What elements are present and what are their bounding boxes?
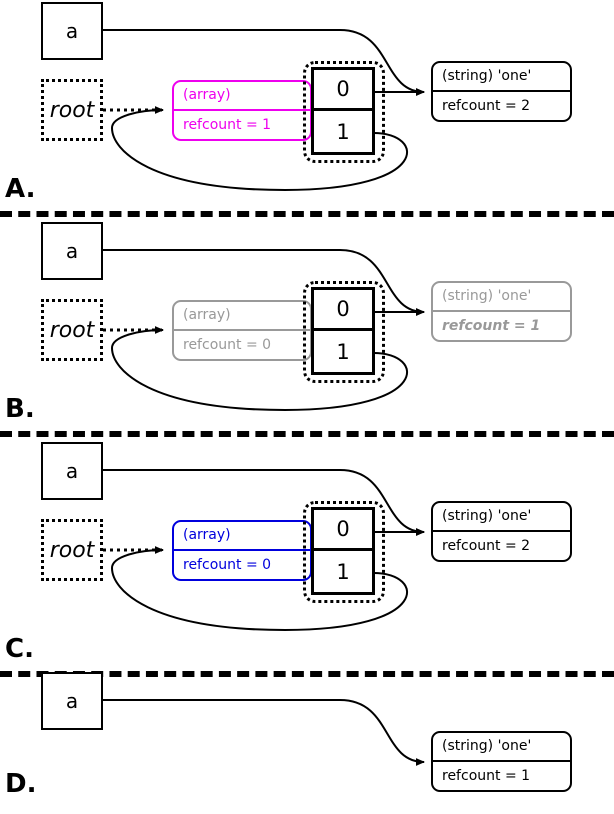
- array-cells: 0 1: [311, 287, 375, 375]
- variable-box-a: a: [41, 672, 103, 730]
- array-type-label: (array): [174, 82, 310, 111]
- panel-label-d: D.: [5, 769, 37, 799]
- string-type-label: (string) 'one': [433, 283, 570, 312]
- string-record: (string) 'one' refcount = 1: [431, 731, 572, 792]
- panel-separator-1: [0, 211, 614, 217]
- array-cell-1: 1: [336, 339, 350, 364]
- variable-box-a: a: [41, 2, 103, 60]
- array-refcount-label: refcount = 0: [183, 336, 272, 353]
- root-box: root: [41, 519, 103, 581]
- panel-separator-3: [0, 671, 614, 677]
- variable-label: a: [65, 459, 79, 483]
- root-label: root: [49, 317, 95, 343]
- root-label: root: [49, 537, 95, 563]
- variable-box-a: a: [41, 442, 103, 500]
- array-record: (array) refcount = 0: [172, 520, 312, 581]
- array-record: (array) refcount = 0: [172, 300, 312, 361]
- array-cell-0: 0: [314, 70, 372, 111]
- variable-label: a: [65, 689, 79, 713]
- array-cell-1: 1: [336, 559, 350, 584]
- string-refcount-label: refcount = 1: [442, 317, 541, 334]
- string-type-label: (string) 'one': [433, 503, 570, 532]
- root-box: root: [41, 79, 103, 141]
- array-refcount-label: refcount = 1: [183, 116, 272, 133]
- array-cell-0: 0: [314, 510, 372, 551]
- panel-label-b: B.: [5, 394, 35, 424]
- array-record: (array) refcount = 1: [172, 80, 312, 141]
- string-type-label: (string) 'one': [433, 63, 570, 92]
- panel-c: a root (array) refcount = 0 0 1 (string)…: [0, 440, 614, 671]
- panel-label-a: A.: [5, 174, 36, 204]
- panel-separator-2: [0, 431, 614, 437]
- root-box: root: [41, 299, 103, 361]
- array-cells: 0 1: [311, 67, 375, 155]
- array-cell-1: 1: [336, 119, 350, 144]
- string-refcount-label: refcount = 1: [442, 767, 531, 784]
- array-cells-wrapper: [303, 501, 385, 603]
- array-type-label: (array): [174, 522, 310, 551]
- variable-box-a: a: [41, 222, 103, 280]
- array-cells-wrapper: [303, 61, 385, 163]
- array-cells-wrapper: [303, 281, 385, 383]
- string-refcount-label: refcount = 2: [442, 97, 531, 114]
- panel-a: a root (array) refcount = 1 0 1 (string)…: [0, 0, 614, 211]
- string-record: (string) 'one' refcount = 2: [431, 501, 572, 562]
- string-record: (string) 'one' refcount = 2: [431, 61, 572, 122]
- string-refcount-label: refcount = 2: [442, 537, 531, 554]
- string-record: (string) 'one' refcount = 1: [431, 281, 572, 342]
- variable-label: a: [65, 239, 79, 263]
- panel-label-c: C.: [5, 634, 34, 664]
- array-cell-0: 0: [314, 290, 372, 331]
- variable-label: a: [65, 19, 79, 43]
- array-refcount-label: refcount = 0: [183, 556, 272, 573]
- panel-d: a (string) 'one' refcount = 1 D.: [0, 672, 614, 814]
- array-type-label: (array): [174, 302, 310, 331]
- array-cells: 0 1: [311, 507, 375, 595]
- root-label: root: [49, 97, 95, 123]
- string-type-label: (string) 'one': [433, 733, 570, 762]
- panel-b: a root (array) refcount = 0 0 1 (string)…: [0, 220, 614, 431]
